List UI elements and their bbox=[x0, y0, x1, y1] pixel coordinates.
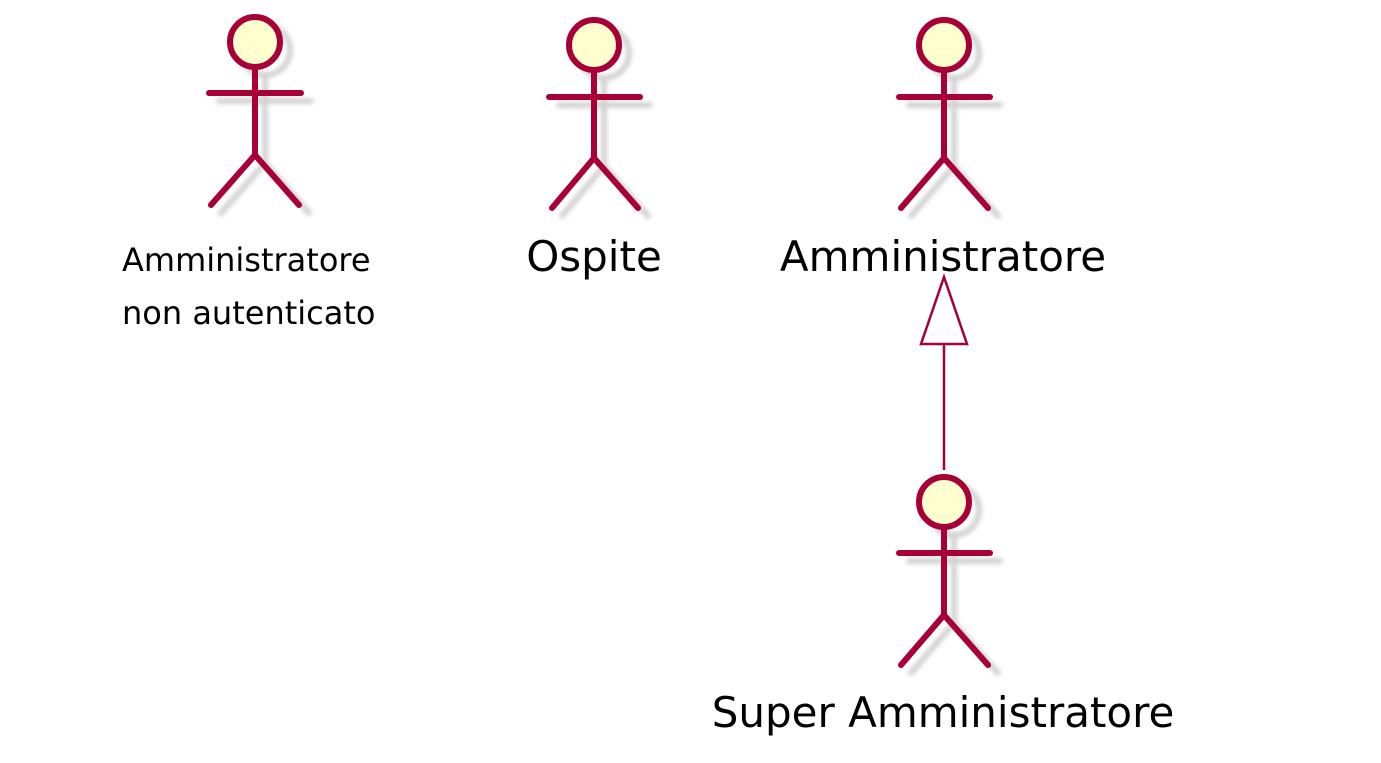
stick-figure-icon bbox=[896, 474, 993, 668]
actor-amministratore[interactable]: Amministratore bbox=[780, 17, 1106, 281]
stick-figure-icon bbox=[546, 17, 643, 211]
stick-figure-icon bbox=[896, 17, 993, 211]
actor-label-line: Amministratore bbox=[780, 232, 1106, 281]
actor-label-line: Ospite bbox=[526, 232, 662, 281]
hollow-triangle-icon bbox=[919, 273, 969, 346]
actor-super-amministratore[interactable]: Super Amministratore bbox=[712, 474, 1175, 737]
stick-figure-icon bbox=[206, 14, 304, 208]
actor-ospite[interactable]: Ospite bbox=[526, 17, 662, 281]
actor-label-line: non autenticato bbox=[122, 294, 375, 332]
actor-label-line: Amministratore bbox=[122, 241, 371, 279]
actor-amministratore-non-autenticato[interactable]: Amministratore non autenticato bbox=[122, 14, 375, 332]
actor-label-line: Super Amministratore bbox=[712, 688, 1175, 737]
generalization-arrow[interactable] bbox=[919, 273, 969, 470]
